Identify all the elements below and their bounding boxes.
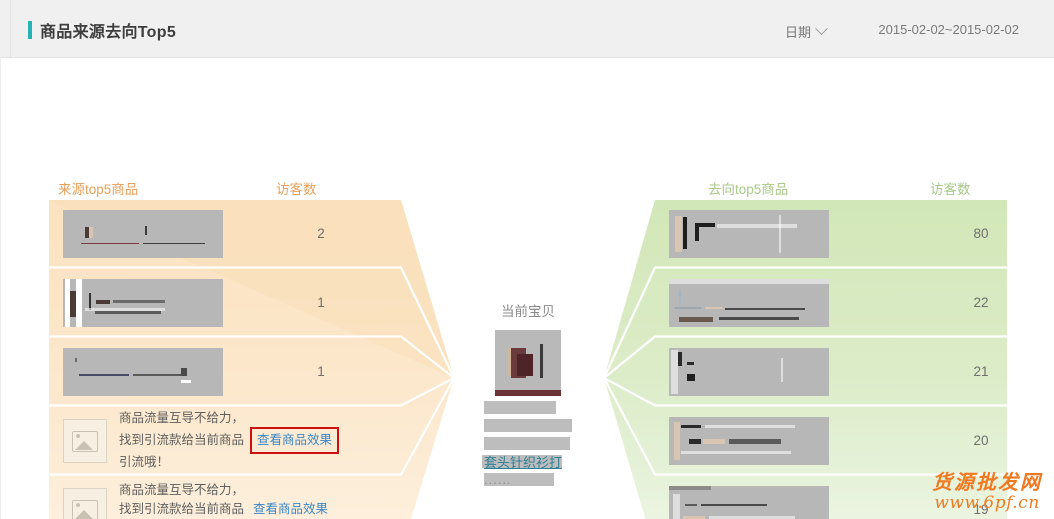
product-thumbnail[interactable] bbox=[669, 485, 829, 519]
page-header: 商品来源去向Top5 日期 2015-02-02~2015-02-02 bbox=[0, 0, 1054, 58]
empty-message-line1: 商品流量互导不给力， bbox=[119, 483, 245, 497]
visits-value: 22 bbox=[973, 295, 989, 310]
empty-message: 商品流量互导不给力， 找到引流款给当前商品 查看商品效果 引流哦！ bbox=[119, 482, 331, 519]
date-range-text: 2015-02-02~2015-02-02 bbox=[878, 22, 1019, 37]
table-row[interactable]: 2 bbox=[49, 200, 401, 267]
empty-message-line1: 商品流量互导不给力， bbox=[119, 411, 245, 425]
title-accent-bar bbox=[28, 21, 32, 39]
table-row[interactable]: 1 bbox=[49, 338, 401, 405]
view-product-effect-link[interactable]: 查看商品效果 bbox=[253, 502, 329, 516]
placeholder-bar bbox=[482, 455, 562, 468]
placeholder-bar bbox=[484, 419, 572, 432]
view-product-effect-link[interactable]: 查看商品效果 bbox=[250, 427, 340, 454]
table-row[interactable]: 20 bbox=[655, 407, 1007, 474]
dest-row-list: 80 22 bbox=[604, 200, 1007, 519]
product-thumbnail[interactable] bbox=[669, 278, 829, 327]
table-row[interactable]: 22 bbox=[655, 269, 1007, 336]
table-row[interactable]: 1 bbox=[49, 269, 401, 336]
empty-message-line2: 找到引流款给当前商品 bbox=[119, 502, 245, 516]
date-picker-label: 日期 bbox=[784, 25, 811, 40]
current-product-ellipsis: ...... bbox=[484, 472, 512, 487]
dest-column-header: 去向top5商品 bbox=[708, 182, 789, 197]
current-product-label: 当前宝贝 bbox=[501, 304, 555, 319]
dest-visits-column-header: 访客数 bbox=[930, 182, 971, 197]
placeholder-bar bbox=[484, 473, 554, 486]
dest-funnel: 80 22 bbox=[604, 200, 1007, 519]
table-row[interactable]: 21 bbox=[655, 338, 1007, 405]
table-row-empty: 商品流量互导不给力， 找到引流款给当前商品 查看商品效果 引流哦！ bbox=[49, 407, 401, 474]
broken-image-icon bbox=[63, 418, 107, 463]
placeholder-bar bbox=[484, 437, 570, 450]
product-thumbnail[interactable] bbox=[63, 347, 223, 396]
table-row[interactable]: 80 bbox=[655, 200, 1007, 267]
product-thumbnail[interactable] bbox=[669, 209, 829, 258]
visits-value: 80 bbox=[973, 226, 989, 241]
broken-image-icon bbox=[63, 487, 107, 519]
current-product-thumbnail[interactable] bbox=[495, 330, 561, 396]
visits-value: 21 bbox=[973, 364, 989, 379]
visits-value: 20 bbox=[973, 433, 989, 448]
date-picker[interactable]: 日期 bbox=[784, 22, 828, 41]
chevron-down-icon bbox=[815, 22, 828, 36]
source-visits-column-header: 访客数 bbox=[276, 182, 317, 197]
visits-value: 1 bbox=[317, 295, 325, 310]
page-title: 商品来源去向Top5 bbox=[28, 18, 176, 42]
current-product-link[interactable]: 套头针织衫打 bbox=[484, 455, 563, 470]
product-thumbnail[interactable] bbox=[63, 209, 223, 258]
source-funnel: 2 1 bbox=[49, 200, 454, 519]
visits-value: 2 bbox=[317, 226, 325, 241]
header-left-rule bbox=[10, 0, 11, 58]
empty-message-line2: 找到引流款给当前商品 bbox=[119, 433, 245, 447]
visits-value: 1 bbox=[317, 364, 325, 379]
visits-value: 19 bbox=[973, 502, 989, 517]
placeholder-bar bbox=[484, 401, 556, 414]
content-area: 来源top5商品 访客数 去向top5商品 访客数 bbox=[0, 58, 1054, 519]
empty-message-line3: 引流哦！ bbox=[119, 455, 170, 469]
page-title-text: 商品来源去向Top5 bbox=[40, 24, 177, 41]
product-thumbnail[interactable] bbox=[669, 416, 829, 465]
table-row-empty: 商品流量互导不给力， 找到引流款给当前商品 查看商品效果 引流哦！ bbox=[49, 476, 401, 519]
product-thumbnail[interactable] bbox=[63, 278, 223, 327]
source-column-header: 来源top5商品 bbox=[58, 182, 139, 197]
table-row[interactable]: 19 bbox=[655, 476, 1007, 519]
current-product-panel: 当前宝贝 套头针织衫打 ...... bbox=[480, 300, 576, 487]
source-row-list: 2 1 bbox=[49, 200, 454, 519]
product-thumbnail[interactable] bbox=[669, 347, 829, 396]
empty-message: 商品流量互导不给力， 找到引流款给当前商品 查看商品效果 引流哦！ bbox=[119, 410, 340, 471]
